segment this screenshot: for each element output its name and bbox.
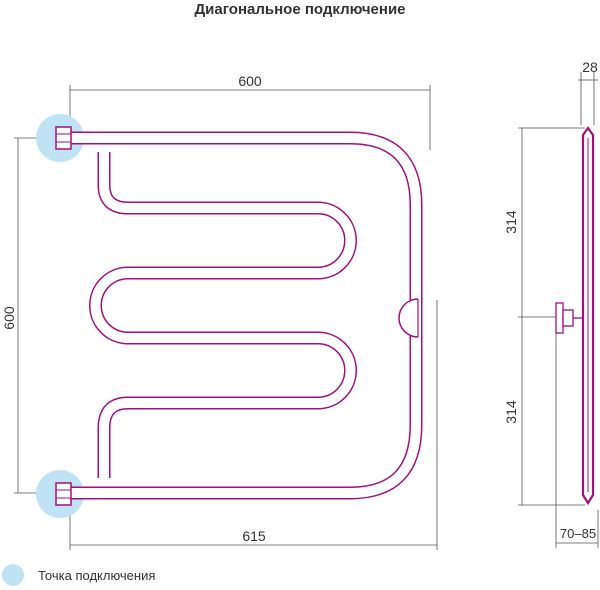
- fitting-nut-top-icon: [55, 126, 72, 150]
- side-view-dimensions: [518, 72, 599, 548]
- connection-point-legend-icon: [2, 564, 24, 586]
- front-view-pipe: [70, 131, 423, 500]
- dimension-lower-half: 314: [503, 400, 519, 424]
- diagram-title: Диагональное подключение: [194, 1, 406, 18]
- side-view-pipe: [581, 126, 595, 506]
- front-dimensions: [14, 85, 438, 550]
- dimension-top-width: 600: [238, 73, 262, 89]
- fitting-nut-bottom-icon: [55, 482, 72, 506]
- dimension-depth: 28: [582, 59, 598, 75]
- towel-rail-drawing: 600 615 600 28 314: [1, 59, 599, 550]
- dimension-upper-half: 314: [503, 210, 519, 234]
- dimension-wall-offset: 70–85: [560, 526, 596, 541]
- dimension-bottom-width: 615: [242, 528, 266, 544]
- legend-label: Точка подключения: [38, 568, 156, 583]
- dimension-height: 600: [1, 306, 17, 330]
- side-view-bracket-icon: [555, 302, 583, 334]
